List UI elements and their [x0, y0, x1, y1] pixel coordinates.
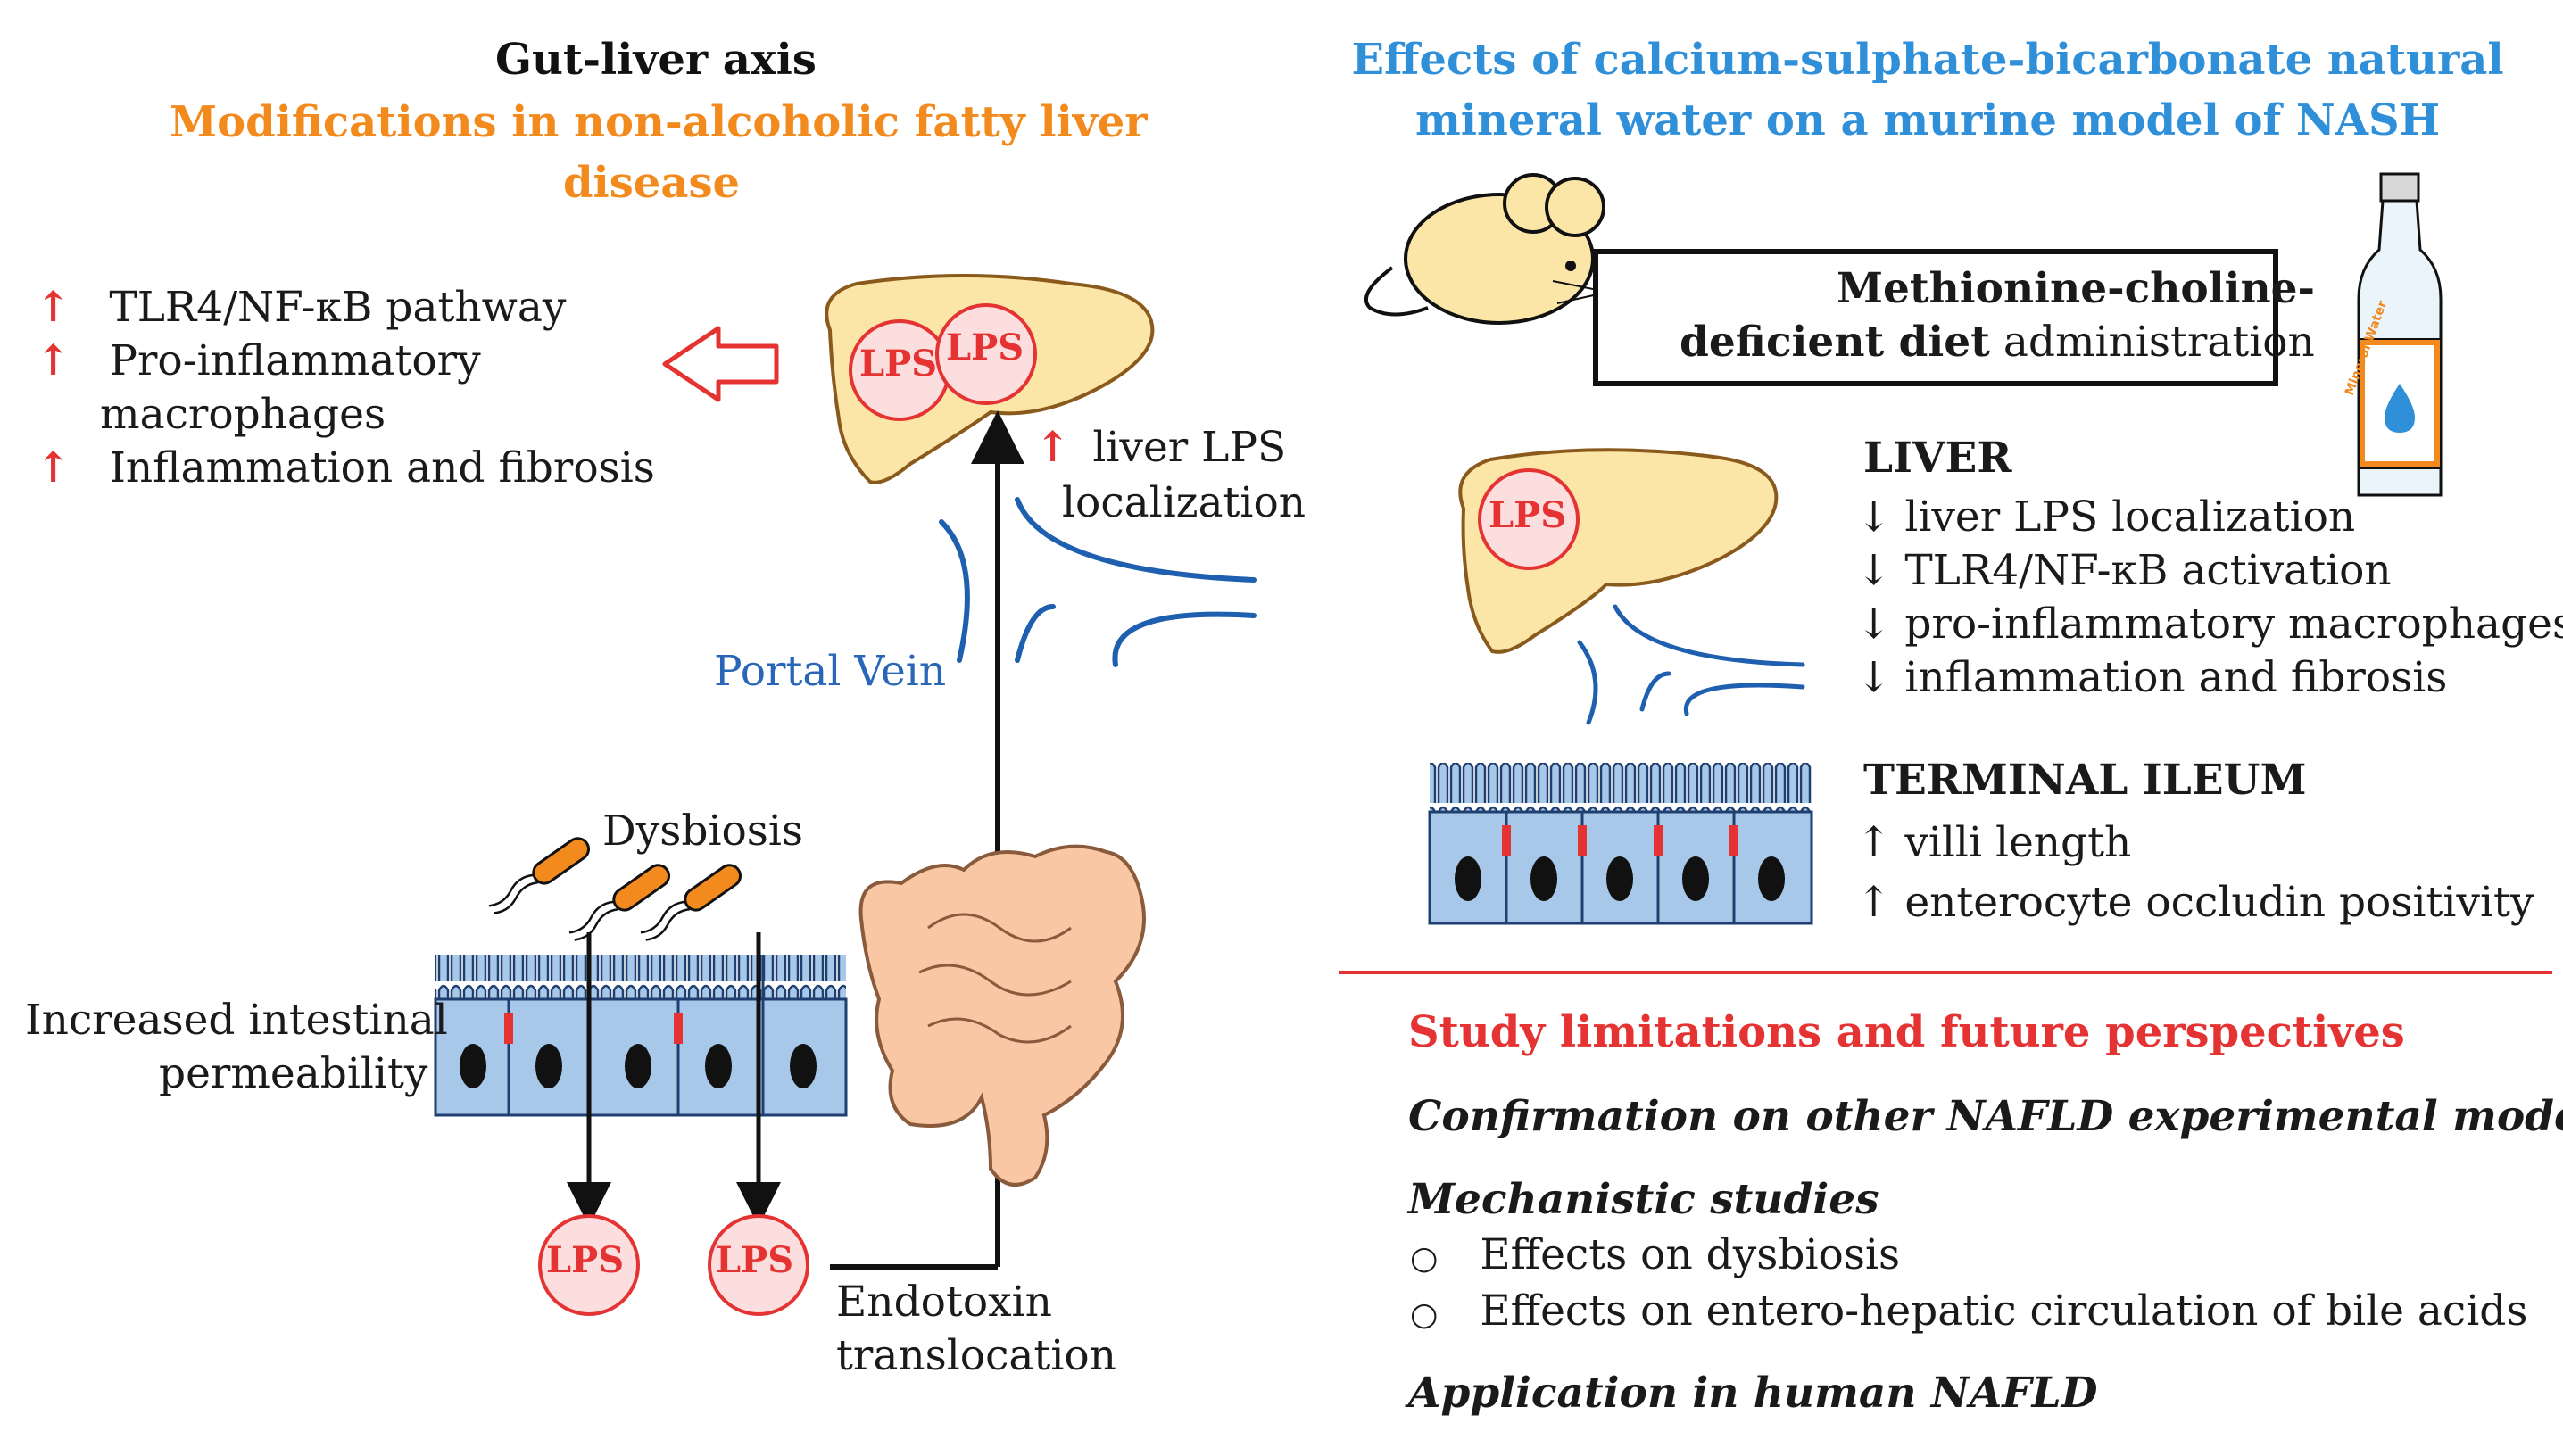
up-arrow-icon: ↑ — [1035, 423, 1071, 472]
effect-item-2: ↑ Pro-inflammatory — [36, 336, 481, 385]
lps-label-liver-1: LPS — [859, 343, 938, 385]
liver-effect-3: ↓ pro-inflammatory macrophages — [1856, 600, 2563, 649]
mechanistic-item-1: ○ Effects on dysbiosis — [1410, 1230, 1901, 1279]
limitation-2: Mechanistic studies — [1408, 1175, 1879, 1224]
diet-line-1: Methionine-choline- — [1837, 264, 2316, 313]
right-title-line2: mineral water on a murine model of NASH — [1414, 95, 2441, 145]
liver-lps-localization-label-2: localization — [1062, 478, 1306, 527]
effect-item-4: ↑ Inflammation and fibrosis — [36, 443, 655, 492]
liver-effect-4: ↓ inflammation and fibrosis — [1856, 653, 2448, 702]
bacteria-group — [488, 837, 742, 941]
bullet-icon: ○ — [1410, 1296, 1439, 1333]
colon-shape — [858, 844, 1146, 1187]
up-arrow-icon: ↑ — [36, 283, 71, 332]
dysbiosis-label: Dysbiosis — [602, 807, 804, 856]
limitation-3: Application in human NAFLD — [1408, 1369, 2098, 1418]
mechanistic-item-2: ○ Effects on entero-hepatic circulation … — [1410, 1286, 2528, 1336]
ileum-heading: TERMINAL ILEUM — [1863, 756, 2307, 805]
lps-circle-liver-2 — [935, 303, 1037, 405]
lps-circle-liver-right — [1478, 468, 1580, 570]
intestinal-epithelium-right — [1428, 763, 1813, 925]
limitations-title: Study limitations and future perspective… — [1408, 1007, 2405, 1057]
bullet-icon: ○ — [1410, 1240, 1439, 1277]
permeability-label-1: Increased intestinal — [25, 996, 448, 1045]
intestine-loops — [918, 913, 1072, 1044]
effect-item-3: macrophages — [100, 390, 386, 439]
liver-lps-localization-label: ↑ liver LPS — [1035, 423, 1287, 472]
limitation-1: Confirmation on other NAFLD experimental… — [1408, 1092, 2563, 1141]
up-arrow-icon: ↑ — [36, 443, 71, 492]
lps-label-liver-2: LPS — [946, 327, 1024, 368]
portal-vein-label: Portal Vein — [714, 647, 947, 696]
intestinal-epithelium-left — [434, 955, 848, 1117]
left-title: Gut-liver axis — [495, 35, 817, 85]
diet-line-2: deficient diet administration — [1680, 318, 2315, 367]
endotoxin-label-2: translocation — [836, 1331, 1116, 1380]
mineral-water-bottle — [2357, 172, 2443, 497]
liver-effect-2: ↓ TLR4/NF-κB activation — [1856, 546, 2392, 595]
lps-label-gut-2: LPS — [716, 1239, 794, 1281]
liver-heading: LIVER — [1863, 434, 2012, 483]
ileum-effect-1: ↑ villi length — [1856, 818, 2132, 867]
lps-label-gut-1: LPS — [546, 1239, 625, 1281]
permeability-label-2: permeability — [159, 1049, 428, 1098]
mouse-illustration — [1364, 173, 1622, 325]
portal-vein-left — [939, 497, 1257, 667]
up-arrow-icon: ↑ — [36, 336, 71, 385]
endotoxin-label-1: Endotoxin — [836, 1278, 1052, 1327]
ileum-effect-2: ↑ enterocyte occludin positivity — [1856, 878, 2534, 927]
lps-label-liver-right: LPS — [1489, 494, 1567, 536]
outcome-arrow — [662, 326, 779, 402]
liver-effect-1: ↓ liver LPS localization — [1856, 492, 2356, 542]
right-title-line1: Effects of calcium-sulphate-bicarbonate … — [1351, 35, 2504, 85]
diet-box — [1593, 249, 2278, 386]
lps-circle-gut-2 — [708, 1214, 809, 1316]
effect-item-1: ↑ TLR4/NF-κB pathway — [36, 283, 567, 332]
left-subtitle-line2: disease — [562, 158, 741, 208]
portal-vein-right — [1577, 604, 1805, 725]
left-subtitle-line1: Modifications in non-alcoholic fatty liv… — [170, 97, 1148, 147]
lps-circle-gut-1 — [538, 1214, 640, 1316]
